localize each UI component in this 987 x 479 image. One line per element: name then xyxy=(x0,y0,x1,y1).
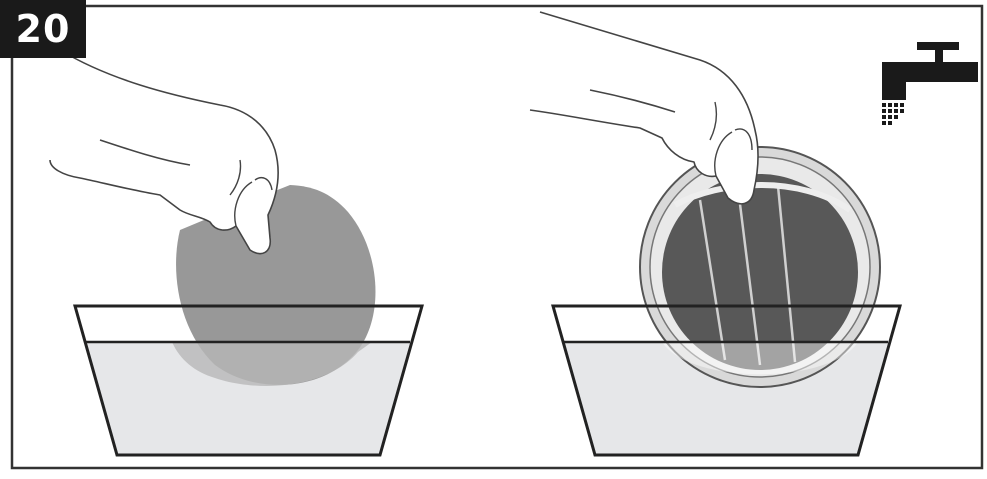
pleated-filter xyxy=(662,174,858,370)
left-scene xyxy=(50,50,422,455)
step-number-badge: 20 xyxy=(0,0,86,58)
tap-water-icon xyxy=(882,42,978,125)
right-hand xyxy=(530,12,758,204)
left-hand xyxy=(50,50,278,254)
right-scene xyxy=(530,12,900,455)
